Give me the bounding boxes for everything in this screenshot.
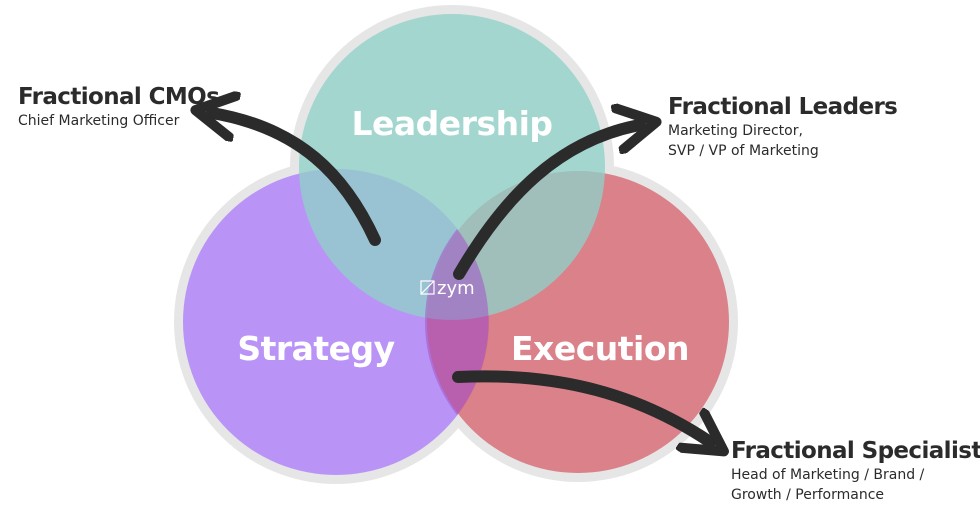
callout-fractional-cmos: Fractional CMOs Chief Marketing Officer bbox=[18, 83, 220, 131]
leadership-label: Leadership bbox=[351, 104, 552, 143]
callout-title: Fractional Leaders bbox=[668, 94, 898, 120]
callout-subtitle-line: Marketing Director, bbox=[668, 123, 803, 139]
callout-fractional-leaders: Fractional Leaders Marketing Director, S… bbox=[668, 93, 898, 161]
center-logo: zym bbox=[420, 278, 475, 299]
strategy-label: Strategy bbox=[237, 329, 394, 368]
overlap-strategy-execution bbox=[424, 229, 489, 415]
callout-subtitle-line: Head of Marketing / Brand / bbox=[731, 467, 925, 483]
arrow-to-cmos bbox=[212, 113, 381, 246]
logo-text: zym bbox=[437, 278, 475, 299]
logo-square-icon bbox=[420, 280, 435, 295]
callout-title: Fractional Specialists bbox=[731, 438, 980, 464]
callout-fractional-specialists: Fractional Specialists Head of Marketing… bbox=[731, 437, 980, 505]
callout-title: Fractional CMOs bbox=[18, 84, 220, 110]
callout-subtitle-line: Growth / Performance bbox=[731, 487, 885, 503]
arrow-to-specialists bbox=[452, 370, 710, 442]
callout-subtitle-line: Chief Marketing Officer bbox=[18, 113, 180, 129]
arrow-to-leaders bbox=[453, 125, 640, 280]
callout-subtitle-line: SVP / VP of Marketing bbox=[668, 143, 819, 159]
execution-label: Execution bbox=[511, 329, 689, 368]
